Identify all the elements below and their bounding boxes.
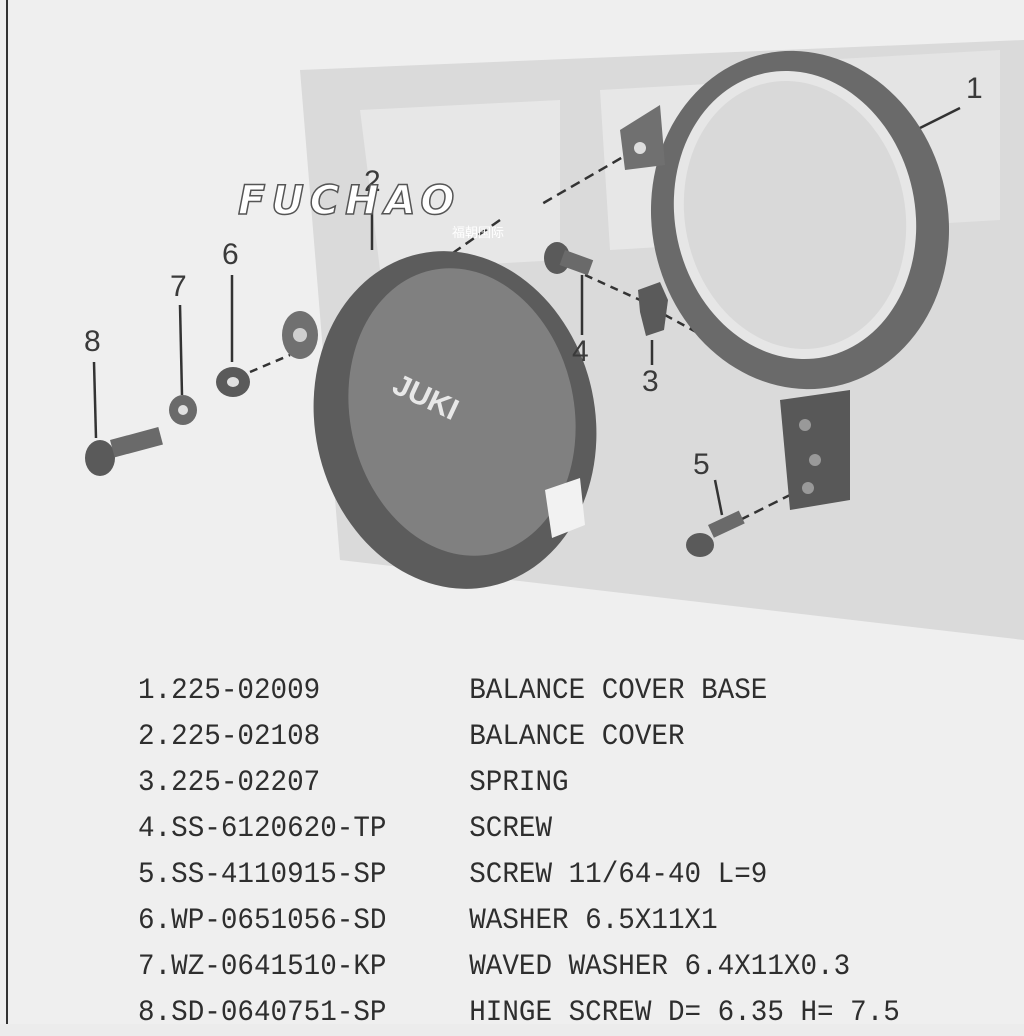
brand-watermark: FUCHAO	[237, 177, 461, 225]
callout-1: 1	[966, 72, 983, 105]
part-number: 3.225-02207	[138, 766, 321, 800]
leader-lines	[92, 106, 961, 522]
parts-list-row: 8.SD-0640751-SP HINGE SCREW D= 6.35 H= 7…	[138, 990, 900, 1036]
callout-7: 7	[170, 270, 187, 303]
part-description: BALANCE COVER	[469, 720, 685, 754]
waved-washer-part-7	[169, 395, 197, 425]
parts-list-row: 1.225-02009 BALANCE COVER BASE	[138, 668, 900, 714]
part-number: 1.225-02009	[138, 674, 321, 708]
callout-2: 2	[364, 165, 381, 198]
part-description: WASHER 6.5X11X1	[469, 904, 718, 938]
parts-list-row: 3.225-02207 SPRING	[138, 760, 900, 806]
screw-part-5	[686, 510, 745, 557]
callout-4: 4	[572, 335, 589, 368]
parts-list-row: 5.SS-4110915-SP SCREW 11/64-40 L=9	[138, 852, 900, 898]
parts-list-row: 4.SS-6120620-TP SCREW	[138, 806, 900, 852]
part-description: HINGE SCREW D= 6.35 H= 7.5	[469, 996, 900, 1030]
parts-list: 1.225-02009 BALANCE COVER BASE 2.225-021…	[138, 668, 900, 1036]
part-description: WAVED WASHER 6.4X11X0.3	[469, 950, 851, 984]
part-number: 6.WP-0651056-SD	[138, 904, 387, 938]
hinge-screw-part-8	[85, 427, 163, 476]
part-description: BALANCE COVER BASE	[469, 674, 768, 708]
callout-8: 8	[84, 325, 101, 358]
parts-list-row: 2.225-02108 BALANCE COVER	[138, 714, 900, 760]
part-number: 5.SS-4110915-SP	[138, 858, 387, 892]
part-description: SCREW	[469, 812, 553, 846]
spring-part	[638, 282, 668, 336]
parts-list-row: 7.WZ-0641510-KP WAVED WASHER 6.4X11X0.3	[138, 944, 900, 990]
exploded-view-diagram: JUKI	[85, 40, 1024, 640]
screw-part-4	[544, 242, 594, 276]
part-number: 7.WZ-0641510-KP	[138, 950, 387, 984]
part-description: SPRING	[469, 766, 569, 800]
callout-3: 3	[642, 365, 659, 398]
page-border-line	[6, 0, 8, 1024]
part-number: 2.225-02108	[138, 720, 321, 754]
balance-cover: JUKI	[282, 251, 597, 589]
parts-list-row: 6.WP-0651056-SD WASHER 6.5X11X1	[138, 898, 900, 944]
callout-6: 6	[222, 238, 239, 271]
washer-part-6	[216, 367, 250, 397]
brand-watermark-subtitle: 福朝国际	[452, 226, 505, 241]
part-number: 8.SD-0640751-SP	[138, 996, 387, 1030]
part-description: SCREW 11/64-40 L=9	[469, 858, 768, 892]
part-number: 4.SS-6120620-TP	[138, 812, 387, 846]
balance-cover-base	[620, 50, 950, 510]
callout-5: 5	[693, 448, 710, 481]
